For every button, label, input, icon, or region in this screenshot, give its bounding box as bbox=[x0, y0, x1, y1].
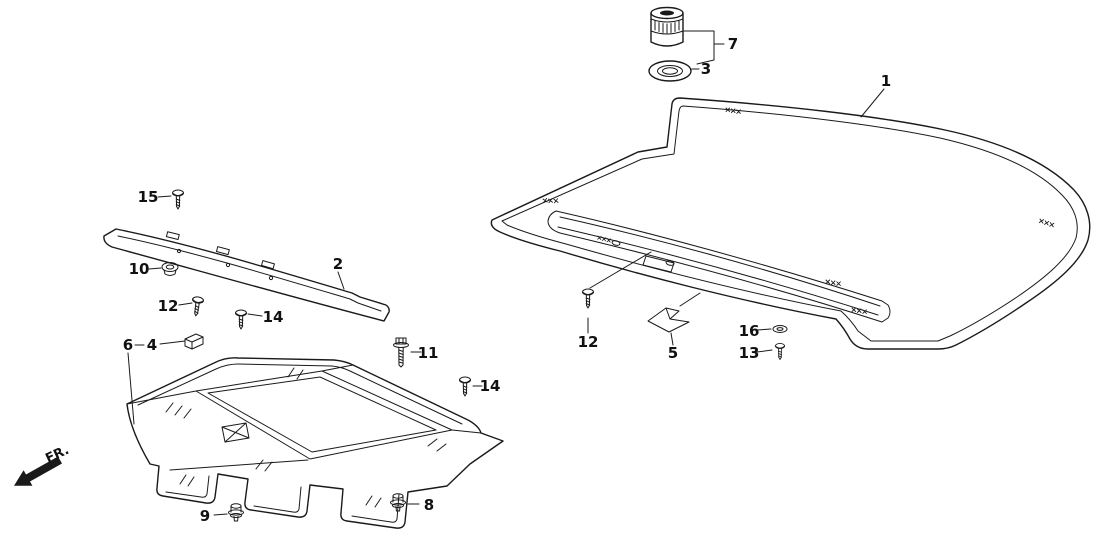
callout-label-3: 3 bbox=[701, 60, 711, 78]
callout-label-13: 13 bbox=[739, 344, 760, 362]
callout-label-4: 4 bbox=[147, 336, 157, 354]
fr-arrow-icon bbox=[14, 456, 62, 486]
cap-part-7 bbox=[650, 6, 684, 47]
screw-12-right bbox=[582, 288, 594, 309]
grommet-part-3 bbox=[648, 60, 692, 82]
screw-14-right bbox=[459, 376, 471, 397]
callout-label-11: 11 bbox=[418, 344, 439, 362]
screw-13 bbox=[774, 343, 786, 361]
callout-label-10: 10 bbox=[129, 260, 150, 278]
callout-label-12-left: 12 bbox=[158, 297, 179, 315]
clip-part-4 bbox=[184, 333, 204, 350]
callout-label-12-right: 12 bbox=[578, 333, 599, 351]
tray-bracket-detail bbox=[221, 422, 250, 443]
fr-direction-indicator: FR. bbox=[14, 443, 72, 486]
callout-label-9: 9 bbox=[200, 507, 210, 525]
callout-label-14-left: 14 bbox=[263, 308, 284, 326]
callout-label-1: 1 bbox=[881, 72, 891, 90]
callout-label-16: 16 bbox=[739, 322, 760, 340]
tray-hatching bbox=[165, 367, 447, 508]
grommet-16 bbox=[772, 325, 788, 333]
callout-label-2: 2 bbox=[333, 255, 343, 273]
leader-lines bbox=[127, 30, 885, 516]
screw-15 bbox=[172, 189, 184, 210]
center-tray-panel bbox=[126, 357, 504, 529]
callout-label-7: 7 bbox=[728, 35, 738, 53]
callout-label-6: 6 bbox=[123, 336, 133, 354]
fasteners bbox=[161, 189, 788, 522]
screw-14-left bbox=[235, 309, 247, 330]
callout-label-8: 8 bbox=[424, 496, 434, 514]
callout-label-5: 5 bbox=[668, 344, 678, 362]
bolt-11 bbox=[393, 337, 409, 368]
hook-part-5 bbox=[647, 307, 690, 333]
callout-label-14-right: 14 bbox=[480, 377, 501, 395]
trim-strip-part-2 bbox=[103, 228, 390, 322]
shelf-panel-part-1 bbox=[490, 97, 1091, 350]
callout-labels: 1 2 3 4 5 6 7 8 9 10 11 12 12 13 14 14 1… bbox=[123, 35, 891, 525]
callout-label-15: 15 bbox=[138, 188, 159, 206]
clip-9 bbox=[228, 503, 244, 522]
screw-12-left bbox=[189, 295, 205, 318]
shelf-inner-reinforcement bbox=[547, 210, 891, 323]
